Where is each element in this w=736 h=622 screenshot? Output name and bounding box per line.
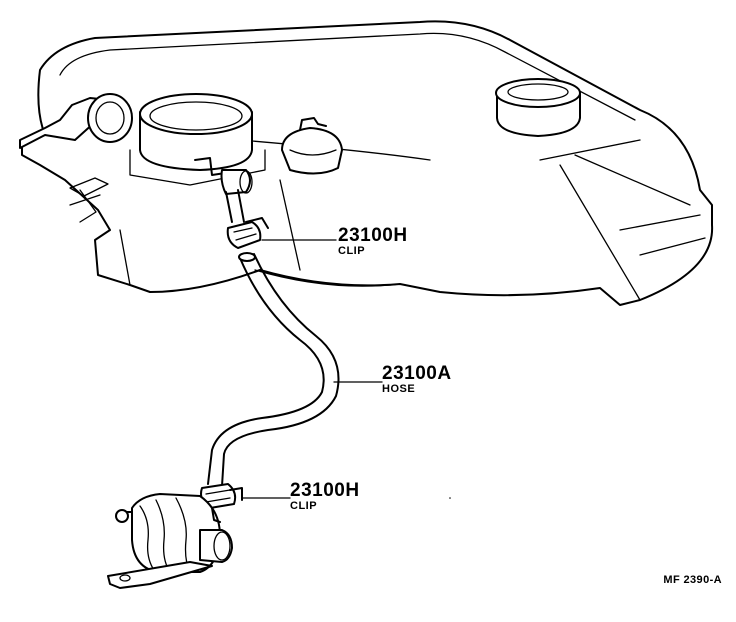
vacuum-valve [281, 117, 343, 175]
part-name: CLIP [290, 500, 318, 512]
part-number: 23100H [290, 480, 360, 501]
part-number: 23100A [382, 363, 452, 384]
vacuum-canister [107, 493, 233, 589]
throttle-body [129, 93, 266, 186]
part-name: CLIP [338, 245, 366, 257]
callout-upper-clip: 23100H CLIP [338, 226, 408, 257]
part-name: HOSE [382, 383, 416, 395]
air-inlet-bracket [19, 93, 133, 206]
callout-hose: 23100A HOSE [382, 364, 452, 395]
part-number: 23100H [338, 225, 408, 246]
stray-dot [449, 497, 451, 499]
upper-clip [226, 217, 269, 249]
lower-clip [200, 483, 243, 509]
vacuum-nipple [194, 157, 253, 223]
figure-code: MF 2390-A [663, 574, 722, 586]
callout-lower-clip: 23100H CLIP [290, 481, 360, 512]
hose [207, 252, 340, 487]
leader-lines [241, 239, 383, 499]
intake-manifold [21, 20, 714, 306]
filler-cap [495, 78, 581, 137]
